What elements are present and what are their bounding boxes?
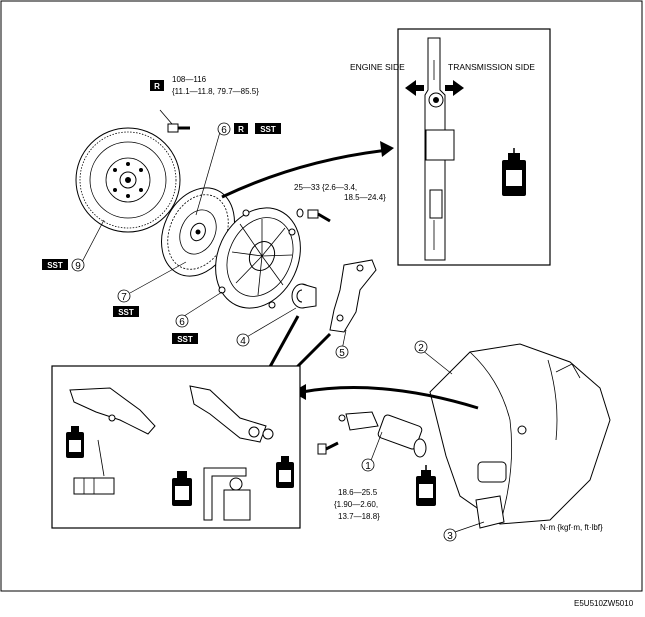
- engine-side-arrow: [405, 80, 424, 96]
- dust-boot: [475, 495, 505, 529]
- callout-2: 2: [414, 340, 428, 354]
- badge-r-flywheel-bolt: R: [150, 80, 164, 91]
- svg-text:4: 4: [240, 336, 246, 347]
- callout-6-top: 6: [217, 122, 231, 136]
- torque-cover-line2: 18.5—24.4}: [344, 193, 386, 202]
- leader-lines: [81, 131, 485, 534]
- svg-text:5: 5: [339, 348, 345, 359]
- callout-9: 9: [71, 258, 85, 272]
- badge-sst-flywheel: SST: [42, 259, 68, 270]
- svg-text:6: 6: [179, 317, 185, 328]
- units-label: N·m {kgf·m, ft·lbf}: [540, 523, 603, 532]
- release-fork-detail-right: [189, 385, 274, 443]
- svg-text:SST: SST: [177, 335, 193, 344]
- torque-cylinder-line3: 13.7—18.8}: [338, 512, 380, 521]
- grease-tube-icon: [66, 426, 84, 458]
- release-bearing: [291, 283, 317, 309]
- cover-bolt: [296, 208, 331, 223]
- callout-5: 5: [335, 345, 349, 359]
- transmission-housing: [429, 343, 611, 525]
- curved-arrow-to-lower-box: [301, 386, 479, 410]
- detail-box-fork-shaft: [397, 28, 551, 266]
- engine-side-label: ENGINE SIDE: [350, 62, 405, 72]
- release-fork: [329, 259, 377, 333]
- svg-text:SST: SST: [260, 125, 276, 134]
- grease-tube-icon: [502, 148, 526, 196]
- torque-cover-line1: 25—33 {2.6—3.4,: [294, 183, 357, 192]
- transmission-side-arrow: [445, 80, 464, 96]
- badge-r-disc: R: [234, 123, 248, 134]
- flywheel: [75, 127, 181, 233]
- badge-sst-clutch-disc: SST: [113, 306, 139, 317]
- arrow-bearing-to-box: [264, 315, 300, 375]
- svg-text:2: 2: [418, 343, 424, 354]
- flywheel-bolt: [159, 109, 190, 133]
- curved-arrow-to-detail-box: [221, 148, 389, 199]
- grease-tube-icon: [276, 456, 294, 488]
- callout-4: 4: [236, 333, 250, 347]
- badge-sst-disc: SST: [255, 123, 281, 134]
- torque-flywheel-line1: 108—116: [172, 75, 207, 84]
- callout-6-bottom: 6: [175, 314, 189, 328]
- torque-cylinder-line2: {1.90—2.60,: [334, 500, 378, 509]
- svg-text:SST: SST: [47, 261, 63, 270]
- clutch-cover: [215, 207, 301, 309]
- release-fork-detail-left: [69, 387, 156, 495]
- svg-text:7: 7: [121, 292, 127, 303]
- callout-3: 3: [443, 528, 457, 542]
- svg-text:3: 3: [447, 531, 453, 542]
- svg-text:9: 9: [75, 261, 81, 272]
- svg-text:R: R: [154, 82, 160, 91]
- grease-tube-icon: [416, 465, 436, 506]
- torque-flywheel-line2: {11.1—11.8, 79.7—85.5}: [172, 87, 259, 96]
- bearing-sleeve-detail: [203, 467, 251, 521]
- svg-text:1: 1: [365, 461, 371, 472]
- badge-sst-clutch-cover: SST: [172, 333, 198, 344]
- torque-cylinder-line1: 18.6—25.5: [338, 488, 378, 497]
- clutch-disc: [161, 187, 235, 277]
- clutch-release-cylinder: [338, 411, 427, 458]
- fork-shaft-detail: [424, 37, 455, 261]
- svg-text:SST: SST: [118, 308, 134, 317]
- callout-7: 7: [117, 289, 131, 303]
- svg-text:R: R: [238, 125, 244, 134]
- callout-1: 1: [361, 458, 375, 472]
- figure-code: E5U510ZW5010: [574, 599, 634, 608]
- transmission-side-label: TRANSMISSION SIDE: [448, 62, 535, 72]
- grease-tube-icon: [172, 471, 192, 506]
- cylinder-bolt: [317, 441, 339, 455]
- svg-text:6: 6: [221, 125, 227, 136]
- outer-frame: [0, 0, 643, 592]
